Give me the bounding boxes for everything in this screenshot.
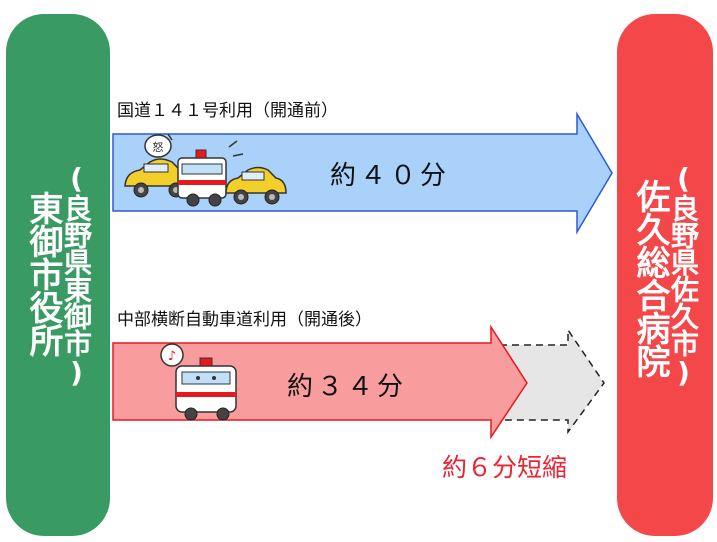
ambulance-music-icon: ♪ bbox=[160, 343, 237, 421]
origin-location: (良野県東御市) bbox=[60, 162, 93, 388]
destination-panel: 佐久総合病院 (良野県佐久市) bbox=[617, 14, 713, 536]
svg-text:怒: 怒 bbox=[153, 140, 164, 154]
ambulance-siren-icon: 怒 bbox=[144, 133, 244, 207]
time-savings: 約６分短縮 bbox=[442, 453, 568, 482]
origin-panel: 東御市役所 (良野県東御市) bbox=[6, 14, 110, 536]
destination-location: (良野県佐久市) bbox=[667, 162, 700, 388]
route-1-label: 国道１４１号利用（開通前） bbox=[117, 101, 338, 121]
route-1-vehicles: 怒 bbox=[124, 133, 287, 207]
route-1-time: 約４０分 bbox=[330, 161, 451, 191]
origin-name: 東御市役所 bbox=[23, 190, 63, 356]
taxi-icon bbox=[225, 166, 287, 205]
savings-dashed-arrow bbox=[499, 327, 605, 435]
route-2-label: 中部横断自動車道利用（開通後） bbox=[117, 310, 372, 330]
destination-name: 佐久総合病院 bbox=[630, 179, 670, 377]
svg-text:♪: ♪ bbox=[168, 349, 176, 364]
route-2-time: 約３４分 bbox=[287, 372, 408, 402]
